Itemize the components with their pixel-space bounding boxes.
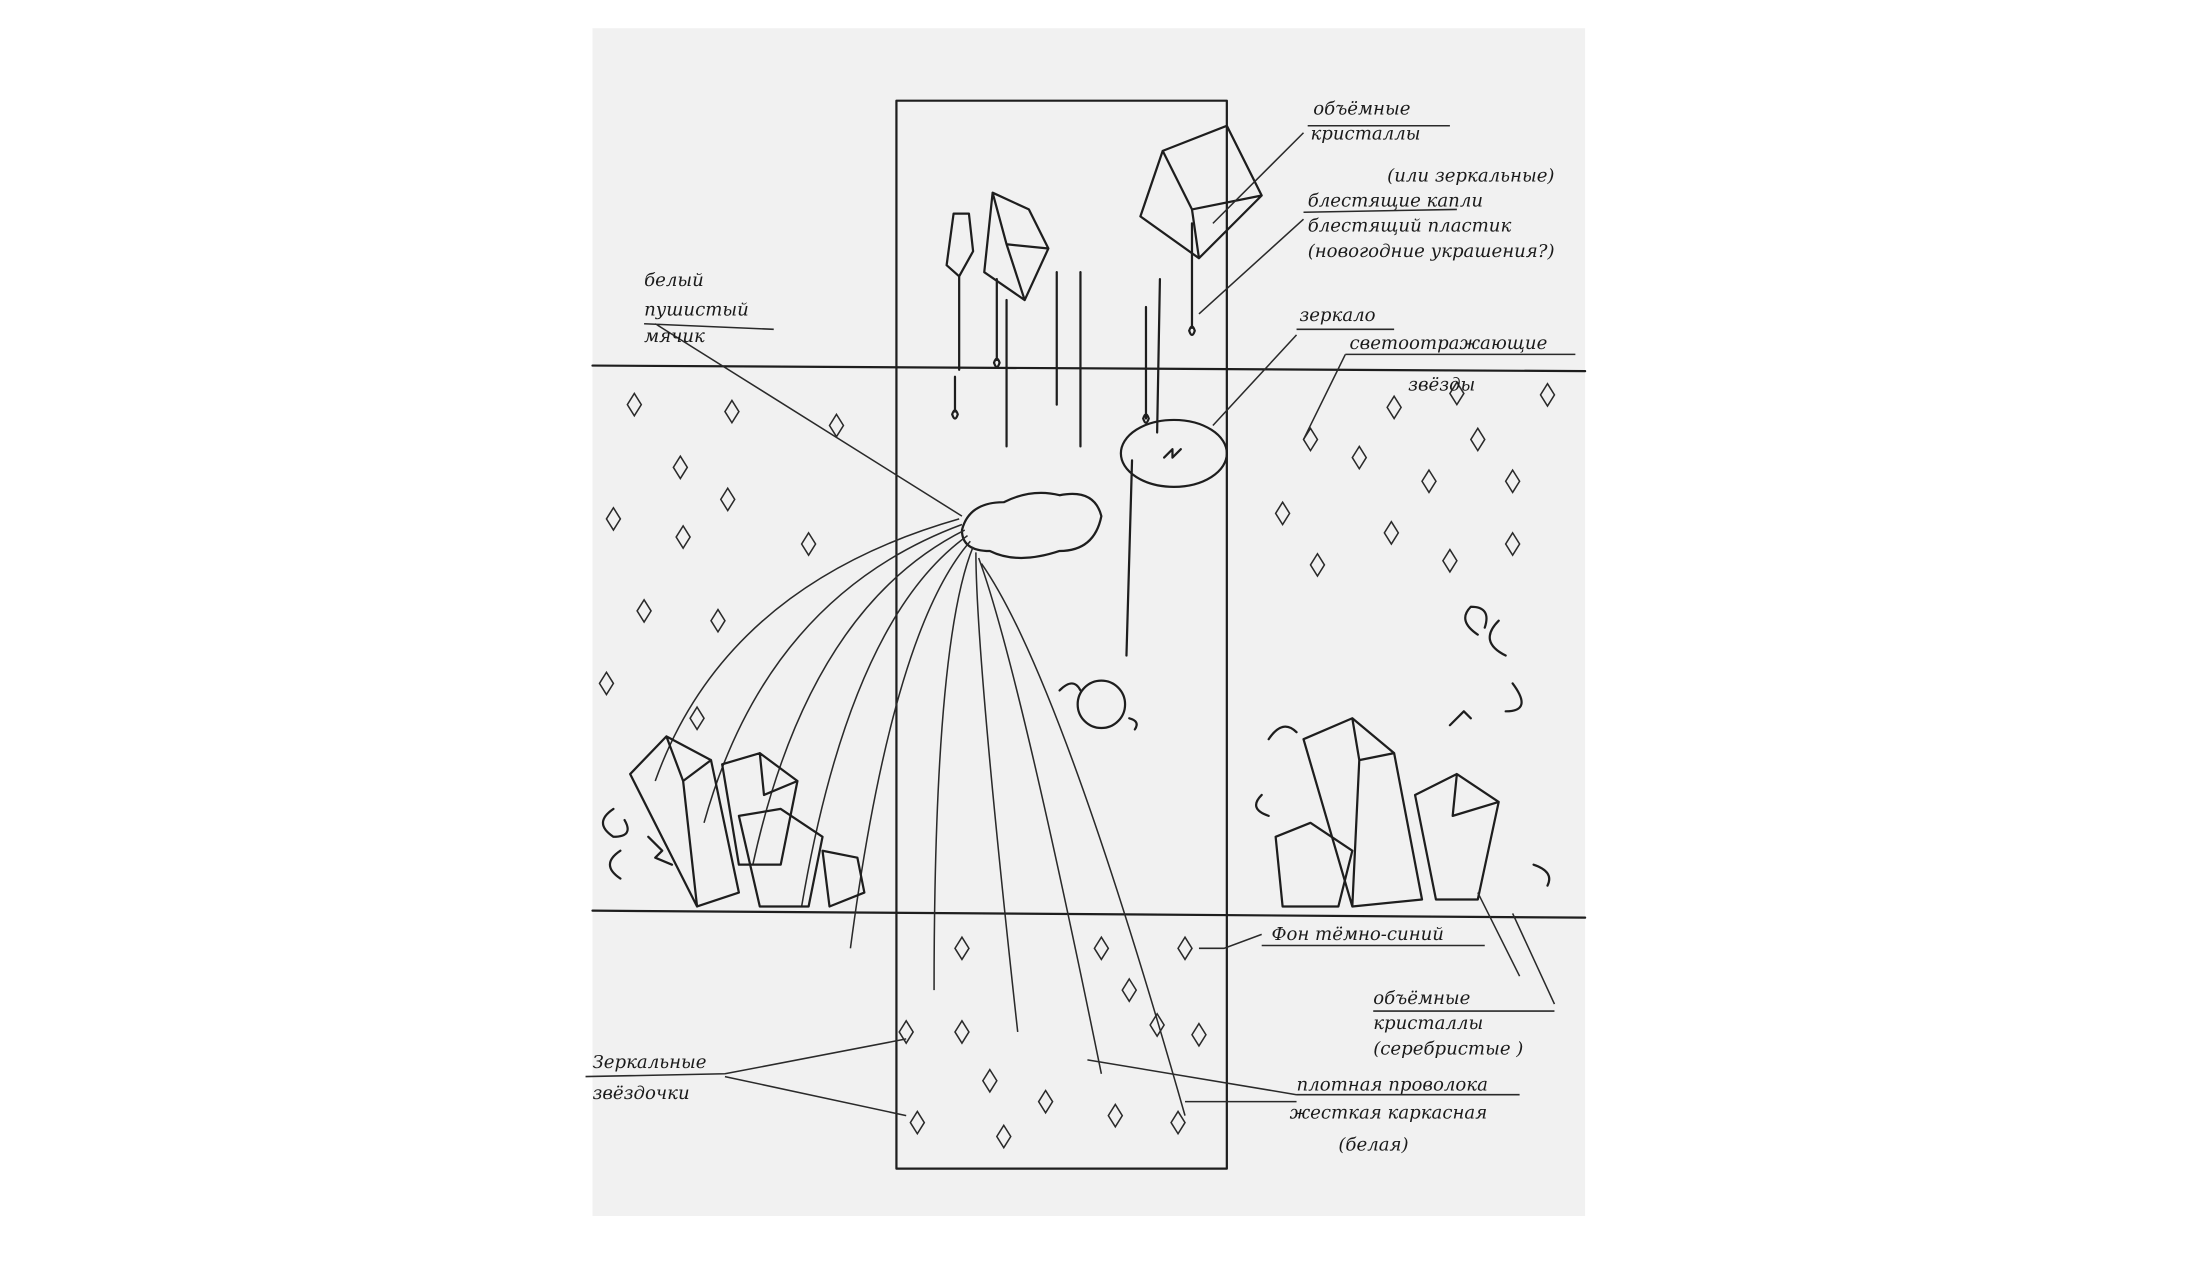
label-volume-crystals-2: кристаллы [1310, 124, 1420, 145]
label-drops-alt: (или зеркальные) [1387, 166, 1554, 187]
star-icon [954, 935, 970, 961]
star-icon [1539, 382, 1556, 408]
leader-lines [585, 125, 1576, 1117]
hanging-crystals [945, 124, 1263, 448]
labels: объёмные кристаллы (или зеркальные) блес… [593, 99, 1555, 1156]
star-icon [909, 1109, 926, 1136]
horizon-line-bottom [591, 909, 1587, 919]
crystals-left [601, 735, 866, 908]
star-icon [1093, 935, 1110, 961]
ornament-ball [1058, 679, 1138, 731]
wire-strand [654, 518, 960, 782]
label-mirror-stars-1: Зеркальные [593, 1052, 707, 1073]
fluffy-ball [960, 491, 1103, 559]
star-icon [954, 1019, 970, 1045]
wire-strand [980, 563, 1186, 1116]
crystals-right [1255, 605, 1551, 908]
star-icon [1469, 426, 1486, 453]
label-reflective-1: светоотражающие [1350, 333, 1548, 354]
star-group [598, 380, 1556, 1150]
wire-strand [975, 552, 1019, 1033]
star-icon [1504, 531, 1521, 557]
star-icon [1274, 500, 1291, 526]
star-icon [689, 705, 705, 731]
mirror [1119, 418, 1228, 488]
star-icon [1421, 468, 1437, 494]
star-icon [605, 506, 622, 532]
label-wire-1: плотная проволока [1297, 1075, 1488, 1096]
label-ball-3: мячик [644, 326, 705, 347]
wire-strand [849, 540, 971, 949]
star-icon [1386, 394, 1403, 420]
hanging-drops [951, 222, 1196, 448]
star-icon [981, 1068, 998, 1094]
star-icon [710, 608, 726, 634]
star-icon [995, 1123, 1012, 1150]
star-icon [724, 398, 740, 425]
label-crystals-b2: кристаллы [1373, 1013, 1483, 1034]
label-crystals-b3: (серебристые ) [1373, 1038, 1523, 1059]
star-icon [1037, 1089, 1054, 1115]
label-background: Фон тёмно-синий [1271, 924, 1444, 945]
label-wire-2: жесткая каркасная [1290, 1102, 1488, 1123]
star-icon [1121, 977, 1138, 1003]
star-icon [1504, 468, 1521, 494]
star-icon [1309, 552, 1326, 578]
star-icon [598, 670, 615, 697]
star-icon [1351, 444, 1368, 471]
star-icon [800, 531, 817, 557]
label-crystals-b1: объёмные [1373, 988, 1470, 1009]
wire-strands [654, 518, 1186, 1116]
star-icon [719, 486, 736, 513]
label-volume-crystals: объёмные [1313, 99, 1410, 120]
label-ball-1: белый [644, 270, 704, 291]
label-drops: блестящие капли [1308, 191, 1483, 212]
star-icon [1448, 380, 1465, 407]
label-mirror: зеркало [1299, 305, 1375, 326]
star-icon [1383, 520, 1400, 546]
star-icon [675, 524, 691, 550]
star-icon [1149, 1012, 1166, 1038]
horizon-line-top [591, 364, 1587, 373]
star-icon [672, 454, 689, 480]
star-icon [1191, 1022, 1207, 1048]
star-icon [626, 392, 643, 418]
star-icon [1107, 1103, 1124, 1129]
star-icon [1177, 935, 1193, 961]
star-icon [636, 598, 652, 624]
wire-strand [977, 557, 1103, 1074]
star-icon [1442, 548, 1458, 574]
star-icon [1170, 1109, 1186, 1136]
star-icon [898, 1019, 915, 1045]
center-panel-frame [895, 99, 1228, 1170]
label-drops-plastic: блестящий пластик [1308, 216, 1512, 237]
label-reflective-2: звёзды [1408, 375, 1475, 396]
label-ball-2: пушистый [644, 299, 749, 320]
label-drops-xmas: (новогодние украшения?) [1308, 241, 1555, 262]
paper-sheet [592, 28, 1586, 1216]
mirror-glint [1162, 448, 1182, 459]
wire-strand [933, 546, 974, 991]
mirror-string [1125, 459, 1134, 657]
label-wire-3: (белая) [1338, 1134, 1408, 1155]
wire-strand [752, 529, 966, 865]
label-mirror-stars-2: звёздочки [593, 1083, 690, 1104]
